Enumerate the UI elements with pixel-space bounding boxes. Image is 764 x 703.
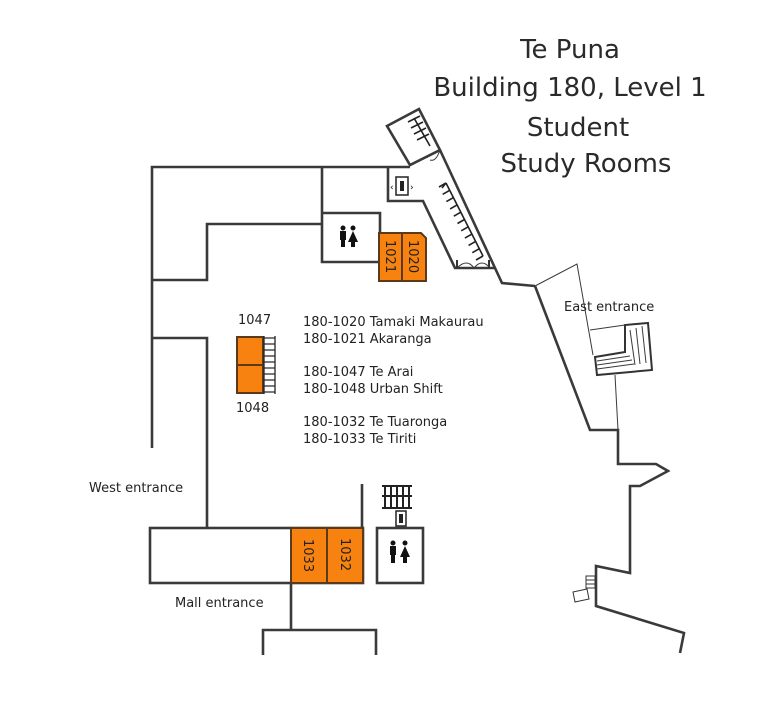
room-number-1020: 1020 [405,240,420,273]
stairs-rungs [264,337,275,393]
restroom-icon-south [390,540,410,563]
legend-item: 180-1032 Te Tuaronga [303,415,448,430]
room-number-1032: 1032 [337,538,352,571]
stair-rung [457,218,465,225]
lift-icon-south [395,510,407,527]
west-entrance-label: West entrance [89,481,184,496]
legend-item: 180-1033 Te Tiriti [303,432,417,447]
stair-rung [442,189,451,195]
stair-rung [471,248,480,254]
room-1033[interactable]: 1033 [290,527,328,584]
east-stairs-icon [593,321,654,377]
east-entrance-label: East entrance [564,300,655,315]
room-1048[interactable] [236,364,264,394]
title-line-1: Te Puna [520,35,620,65]
stairs-icon-south [382,485,412,509]
mall-entrance-label: Mall entrance [175,596,264,611]
stair-rung [475,255,484,261]
room-number-1033: 1033 [300,539,315,572]
legend-item: 180-1020 Tamaki Makaurau [303,315,484,330]
east-entrance-outline [534,263,626,431]
legend-item: 180-1021 Akaranga [303,332,432,347]
stair-rung [449,204,458,210]
stair-rung [453,211,462,217]
stair-rung [464,233,473,239]
svg-text:‹: ‹ [390,183,394,193]
svg-text:›: › [410,183,414,193]
room-1020[interactable]: 1020 [401,232,427,282]
doors [411,149,491,269]
legend-item: 180-1048 Urban Shift [303,382,443,397]
stair-rung [468,240,476,247]
room-number-1021: 1021 [382,240,397,273]
stairs-icon-southeast [572,575,596,603]
room-label-1048: 1048 [236,401,270,416]
stair-rung [438,182,447,188]
title-line-2: Building 180, Level 1 [433,73,707,103]
restroom-icon [340,225,358,247]
room-1032[interactable]: 1032 [326,527,364,584]
stair-rung [446,196,454,203]
title-line-4: Study Rooms [500,149,672,179]
legend-item: 180-1047 Te Arai [303,365,414,380]
lift-icon: ‹› [390,176,414,196]
room-1021[interactable]: 1021 [378,232,403,282]
room-label-1047: 1047 [238,313,272,328]
stair-rung [460,226,469,232]
corridor-stairs-icon [438,182,484,261]
title-line-3: Student [526,113,630,143]
room-1047[interactable] [236,336,264,366]
stairs-icon-1047 [263,336,276,394]
